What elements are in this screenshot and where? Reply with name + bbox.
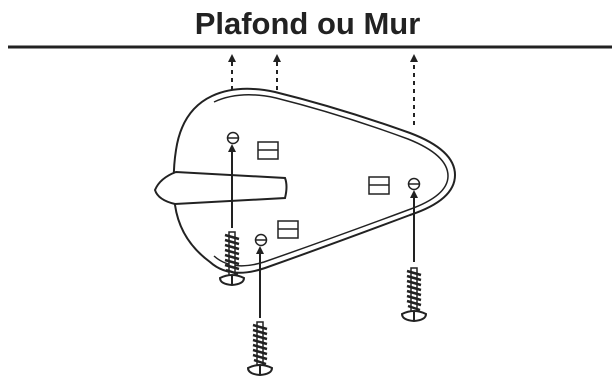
screw-hole-bottom xyxy=(254,233,268,247)
slot-top xyxy=(257,141,279,160)
screw-middle xyxy=(246,320,274,377)
mounting-bracket xyxy=(153,87,457,274)
up-arrows xyxy=(228,54,418,125)
insert-arrows xyxy=(228,144,418,318)
screw-hole-right xyxy=(407,177,421,191)
slot-middle xyxy=(277,220,299,239)
screw-right xyxy=(400,266,428,323)
slot-right xyxy=(368,176,390,195)
diagram-title: Plafond ou Mur xyxy=(194,6,421,41)
screw-hole-top xyxy=(226,131,240,145)
